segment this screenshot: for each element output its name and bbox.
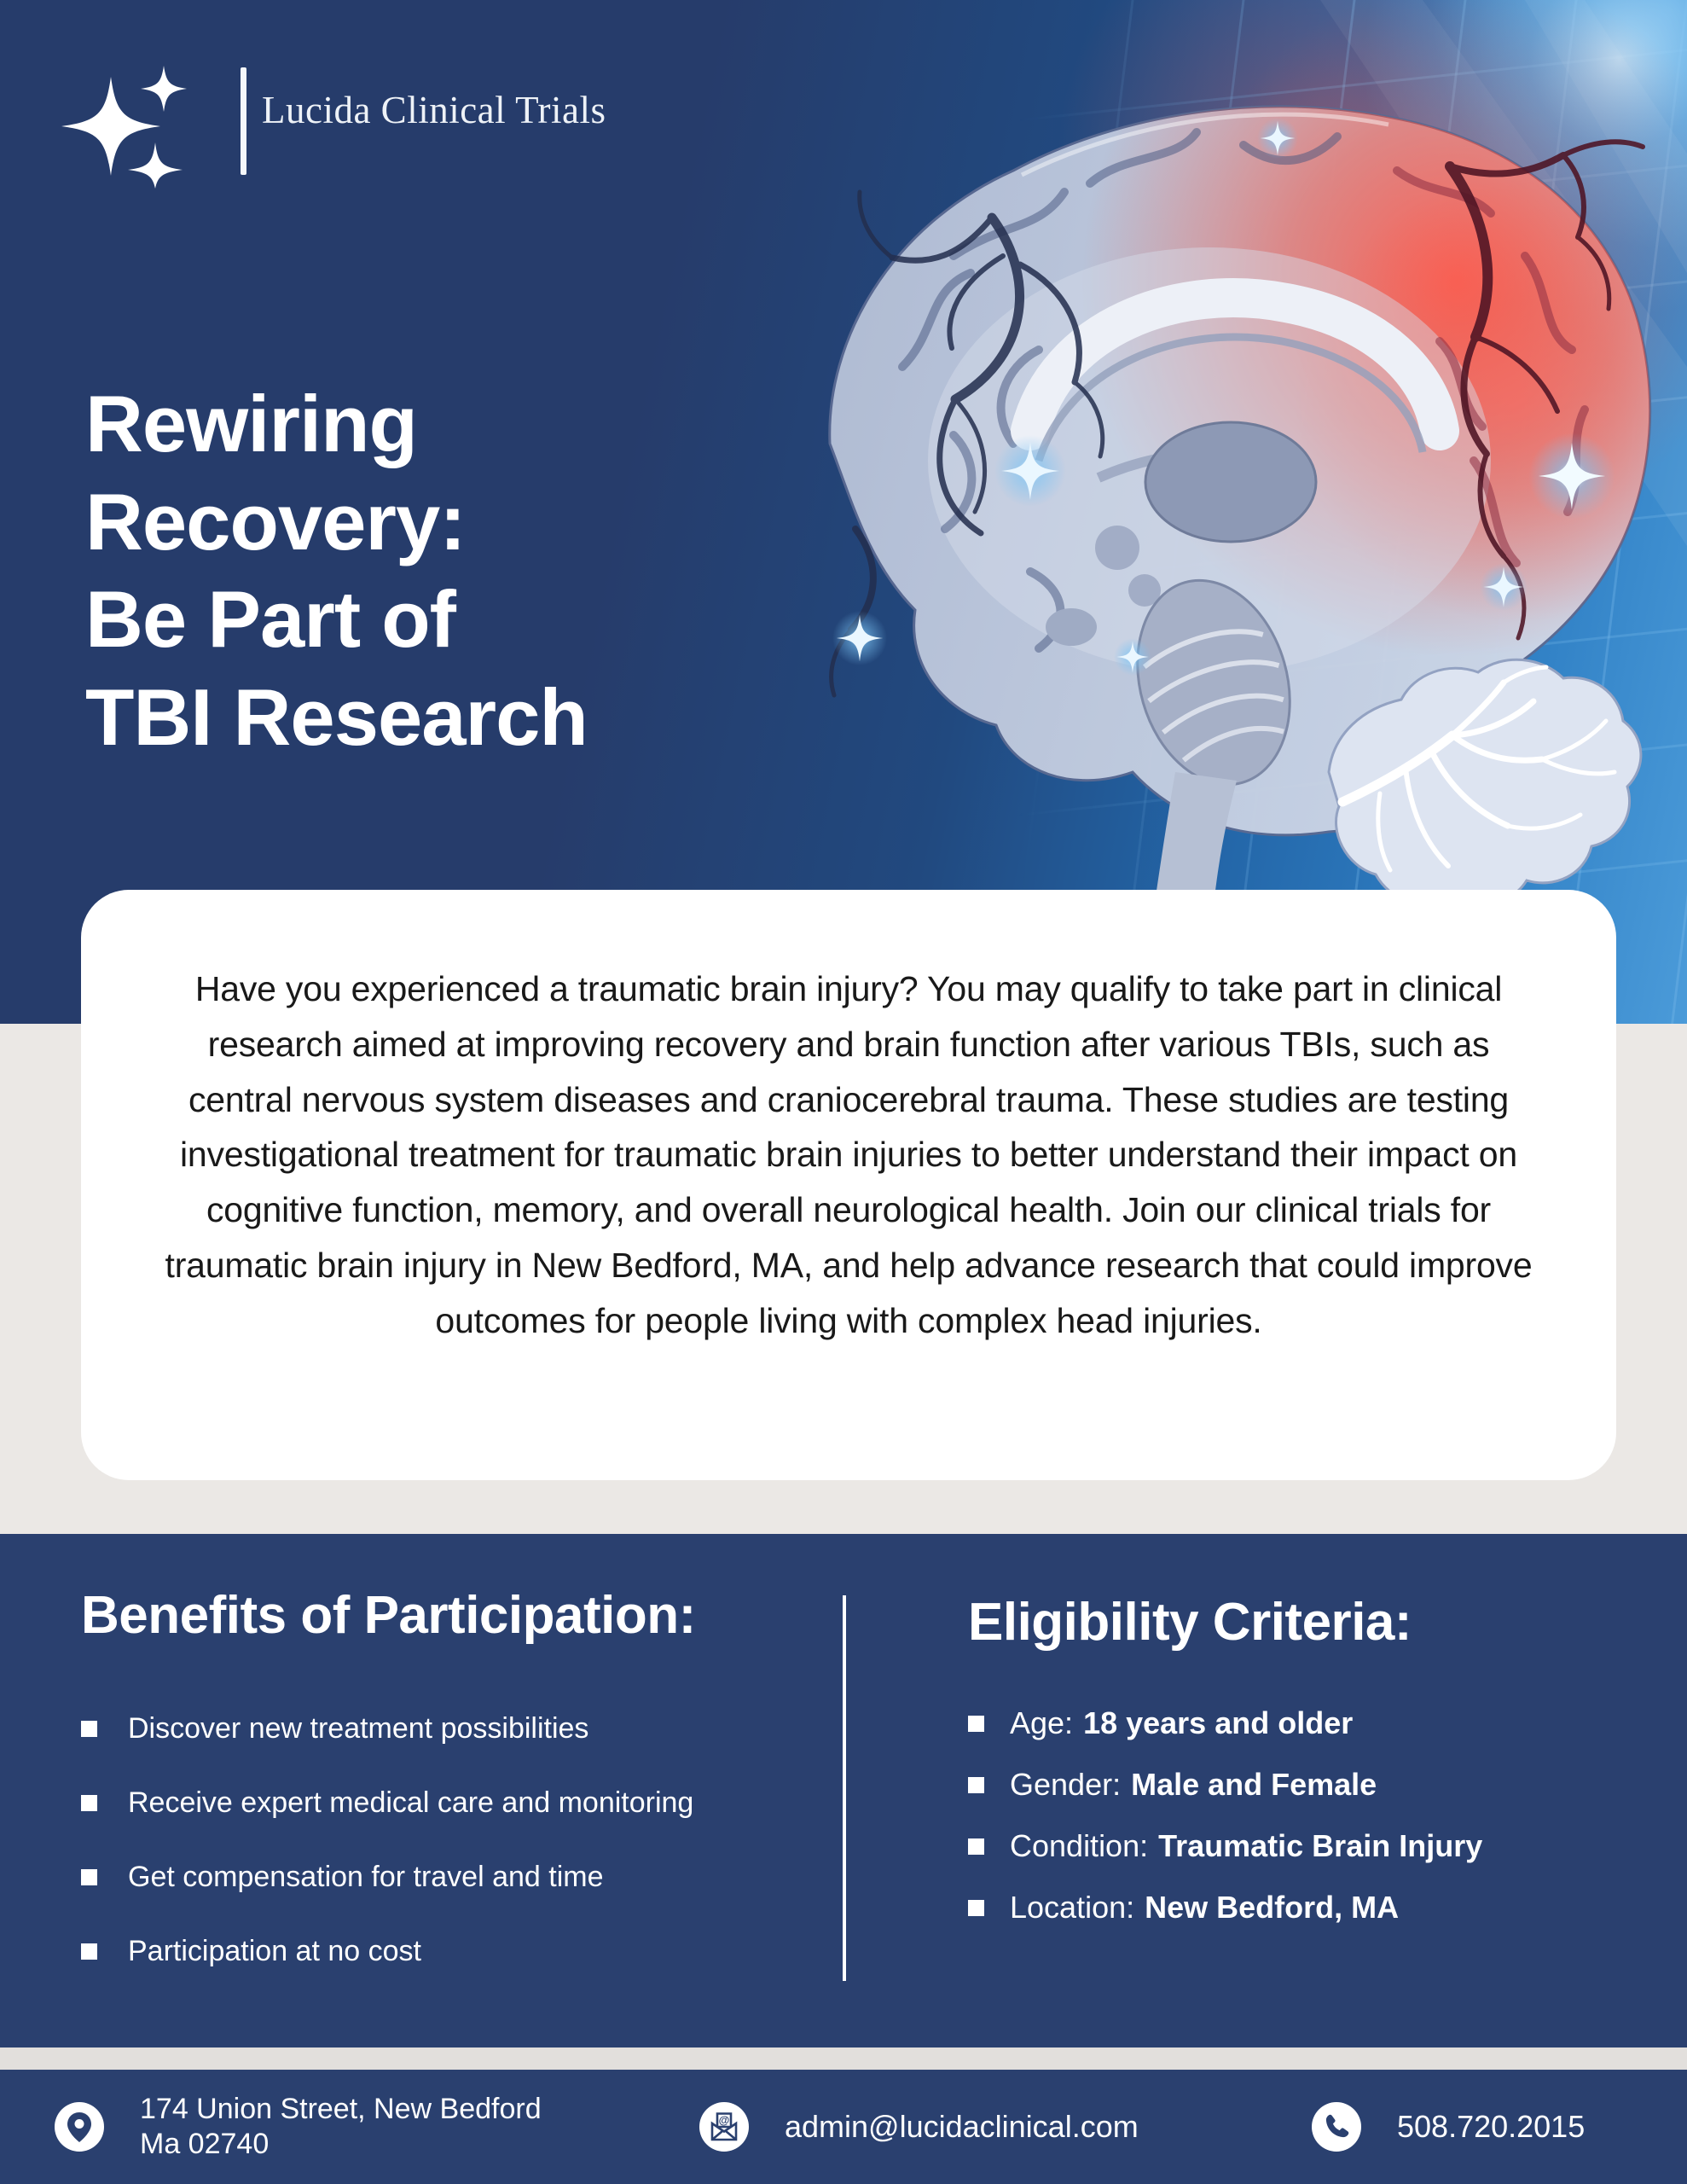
page-title: Rewiring Recovery: Be Part of TBI Resear… [85,375,733,767]
benefits-list: Discover new treatment possibilities Rec… [81,1712,780,1968]
sparkle-glints [832,118,1615,676]
title-line-1: Rewiring [85,379,418,468]
intro-paragraph: Have you experienced a traumatic brain i… [165,969,1533,1340]
benefits-heading: Benefits of Participation: [81,1586,696,1645]
benefits-column: Benefits of Participation: Discover new … [81,1585,780,2009]
logo-divider-bar [241,67,246,175]
brain-inner-structures [1011,278,1643,990]
address-line-1: 174 Union Street, New Bedford [140,2093,542,2126]
square-bullet-icon [968,1715,984,1732]
location-pin-icon [55,2102,104,2152]
benefit-item: Get compensation for travel and time [81,1861,780,1894]
email-text: admin@lucidaclinical.com [785,2109,1139,2145]
email-icon: @ [699,2102,749,2152]
address-line-2: Ma 02740 [140,2128,270,2160]
corpus-callosum [1011,278,1459,450]
square-bullet-icon [968,1899,984,1916]
vessels-right [1445,139,1645,641]
title-line-3: Be Part of [85,574,456,665]
eligibility-list: Age: 18 years and older Gender: Male and F… [968,1705,1633,1926]
eligibility-column: Eligibility Criteria: Age: 18 years and o… [968,1592,1633,1951]
criterion-label: Age: [1010,1705,1074,1740]
logo-text: Lucida Clinical Trials [262,89,606,131]
phone-icon [1312,2102,1361,2152]
column-divider [843,1595,846,1981]
footer-divider-strip [0,2048,1687,2070]
square-bullet-icon [968,1776,984,1793]
benefit-text: Receive expert medical care and monitori… [128,1786,694,1819]
address-text: 174 Union Street, New Bedford Ma 02740 [140,2092,542,2162]
criterion-label: Gender: [1010,1767,1122,1802]
criterion-value: New Bedford, MA [1145,1890,1400,1925]
title-line-4: TBI Research [85,672,588,763]
eligibility-item: Location: New Bedford, MA [968,1890,1633,1926]
brain-art-svg [691,0,1687,1024]
address-contact: 174 Union Street, New Bedford Ma 02740 [55,2070,542,2184]
phone-contact: 508.720.2015 [1312,2070,1585,2184]
eligibility-item: Condition: Traumatic Brain Injury [968,1828,1633,1864]
square-bullet-icon [81,1869,97,1885]
square-bullet-icon [81,1795,97,1811]
criterion-label: Condition: [1010,1828,1149,1863]
thalamus [1144,421,1318,543]
criterion-label: Location: [1010,1890,1135,1925]
eligibility-item: Gender: Male and Female [968,1767,1633,1803]
eligibility-item: Age: 18 years and older [968,1705,1633,1741]
sulci-left [898,128,1342,653]
vessels-left [829,189,1105,698]
eligibility-heading: Eligibility Criteria: [968,1593,1412,1652]
benefit-text: Participation at no cost [128,1935,421,1967]
brain-illustration [691,0,1687,1024]
email-contact: @ admin@lucidaclinical.com [699,2070,1139,2184]
phone-text: 508.720.2015 [1397,2109,1586,2145]
square-bullet-icon [81,1943,97,1960]
benefit-text: Discover new treatment possibilities [128,1712,589,1745]
benefit-item: Discover new treatment possibilities [81,1712,780,1745]
sparkles-icon [61,66,187,189]
title-line-2: Recovery: [85,476,467,566]
criterion-value: Traumatic Brain Injury [1158,1828,1483,1863]
details-section: Benefits of Participation: Discover new … [0,1534,1687,2048]
cerebellum [1327,658,1643,906]
benefit-item: Receive expert medical care and monitori… [81,1786,780,1820]
criterion-value: Male and Female [1131,1767,1377,1802]
footer: 174 Union Street, New Bedford Ma 02740 @… [0,2070,1687,2184]
square-bullet-icon [968,1838,984,1855]
intro-card: Have you experienced a traumatic brain i… [81,890,1616,1480]
square-bullet-icon [81,1721,97,1737]
hero-section: Lucida Clinical Trials Rewiring Recovery… [0,0,1687,1024]
criterion-value: 18 years and older [1083,1705,1354,1740]
benefit-text: Get compensation for travel and time [128,1861,604,1893]
arbor-vitae [1337,665,1617,873]
benefit-item: Participation at no cost [81,1935,780,1968]
pons [1136,578,1291,787]
svg-text:@: @ [719,2114,730,2127]
